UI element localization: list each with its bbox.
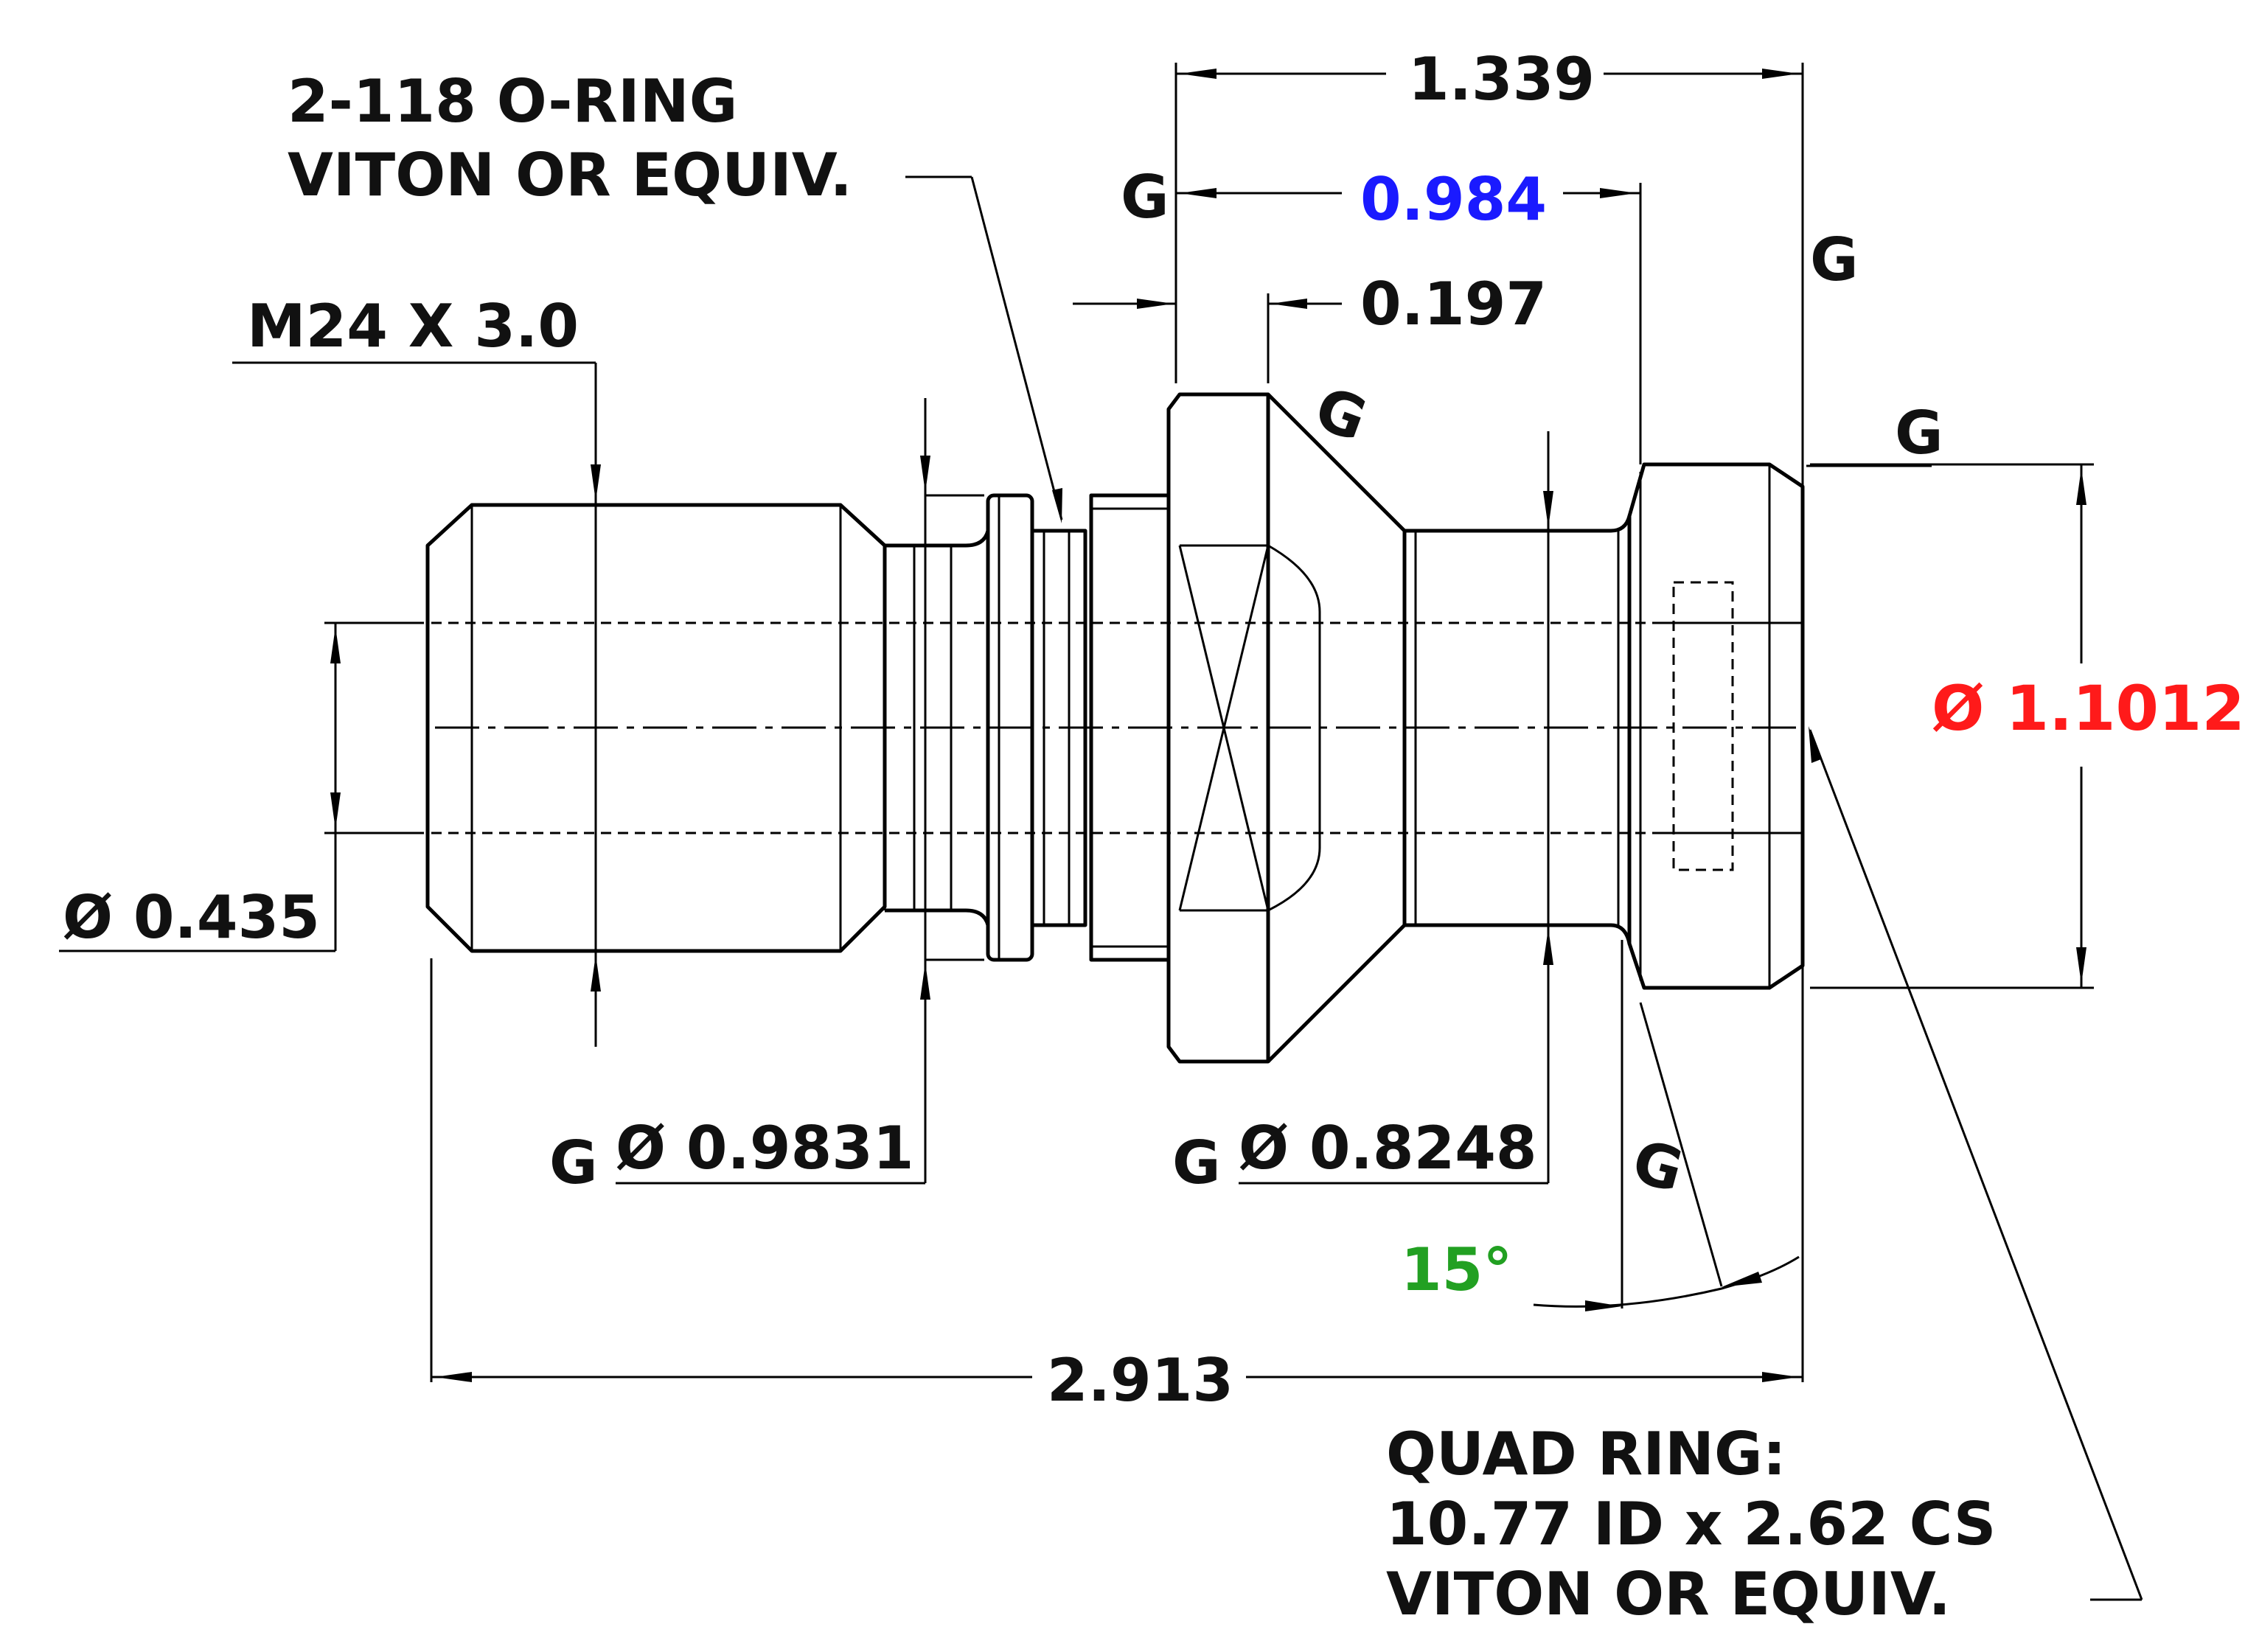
grind-symbol: G <box>1121 163 1169 231</box>
arrowheads <box>330 69 2086 1382</box>
grind-symbol: G <box>1626 1127 1691 1206</box>
dim-dia-09831: Ø 0.9831 <box>616 1114 914 1182</box>
grind-symbol: G <box>1172 1129 1221 1197</box>
dim-dia-0435: Ø 0.435 <box>63 883 320 952</box>
dim-dia-11012: Ø 1.1012 <box>1932 672 2245 745</box>
oring-note-line2: VITON OR EQUIV. <box>288 141 852 209</box>
dim-angle-15: 15° <box>1401 1235 1512 1304</box>
quad-note-line1: QUAD RING: <box>1386 1420 1786 1488</box>
dim-overall-length: 2.913 <box>1047 1346 1233 1415</box>
quad-note-line3: VITON OR EQUIV. <box>1386 1560 1951 1628</box>
dim-length-1339: 1.339 <box>1408 45 1595 114</box>
oring-note-line1: 2-118 O-RING <box>288 67 737 136</box>
grind-symbol: G <box>1895 399 1943 467</box>
dim-length-0984: 0.984 <box>1360 165 1547 234</box>
dim-length-0197: 0.197 <box>1360 270 1547 338</box>
grind-symbols: G G G G G G G <box>549 163 1943 1205</box>
bore-hidden-lines <box>431 621 1803 834</box>
annotations: 2-118 O-RING VITON OR EQUIV. M24 X 3.0 1… <box>63 45 2245 1628</box>
grind-symbol: G <box>549 1129 598 1197</box>
dim-dia-08248: Ø 0.8248 <box>1239 1114 1537 1182</box>
quad-note-line2: 10.77 ID x 2.62 CS <box>1386 1490 1996 1558</box>
thread-note: M24 X 3.0 <box>247 292 579 360</box>
grind-symbol: G <box>1810 226 1859 294</box>
